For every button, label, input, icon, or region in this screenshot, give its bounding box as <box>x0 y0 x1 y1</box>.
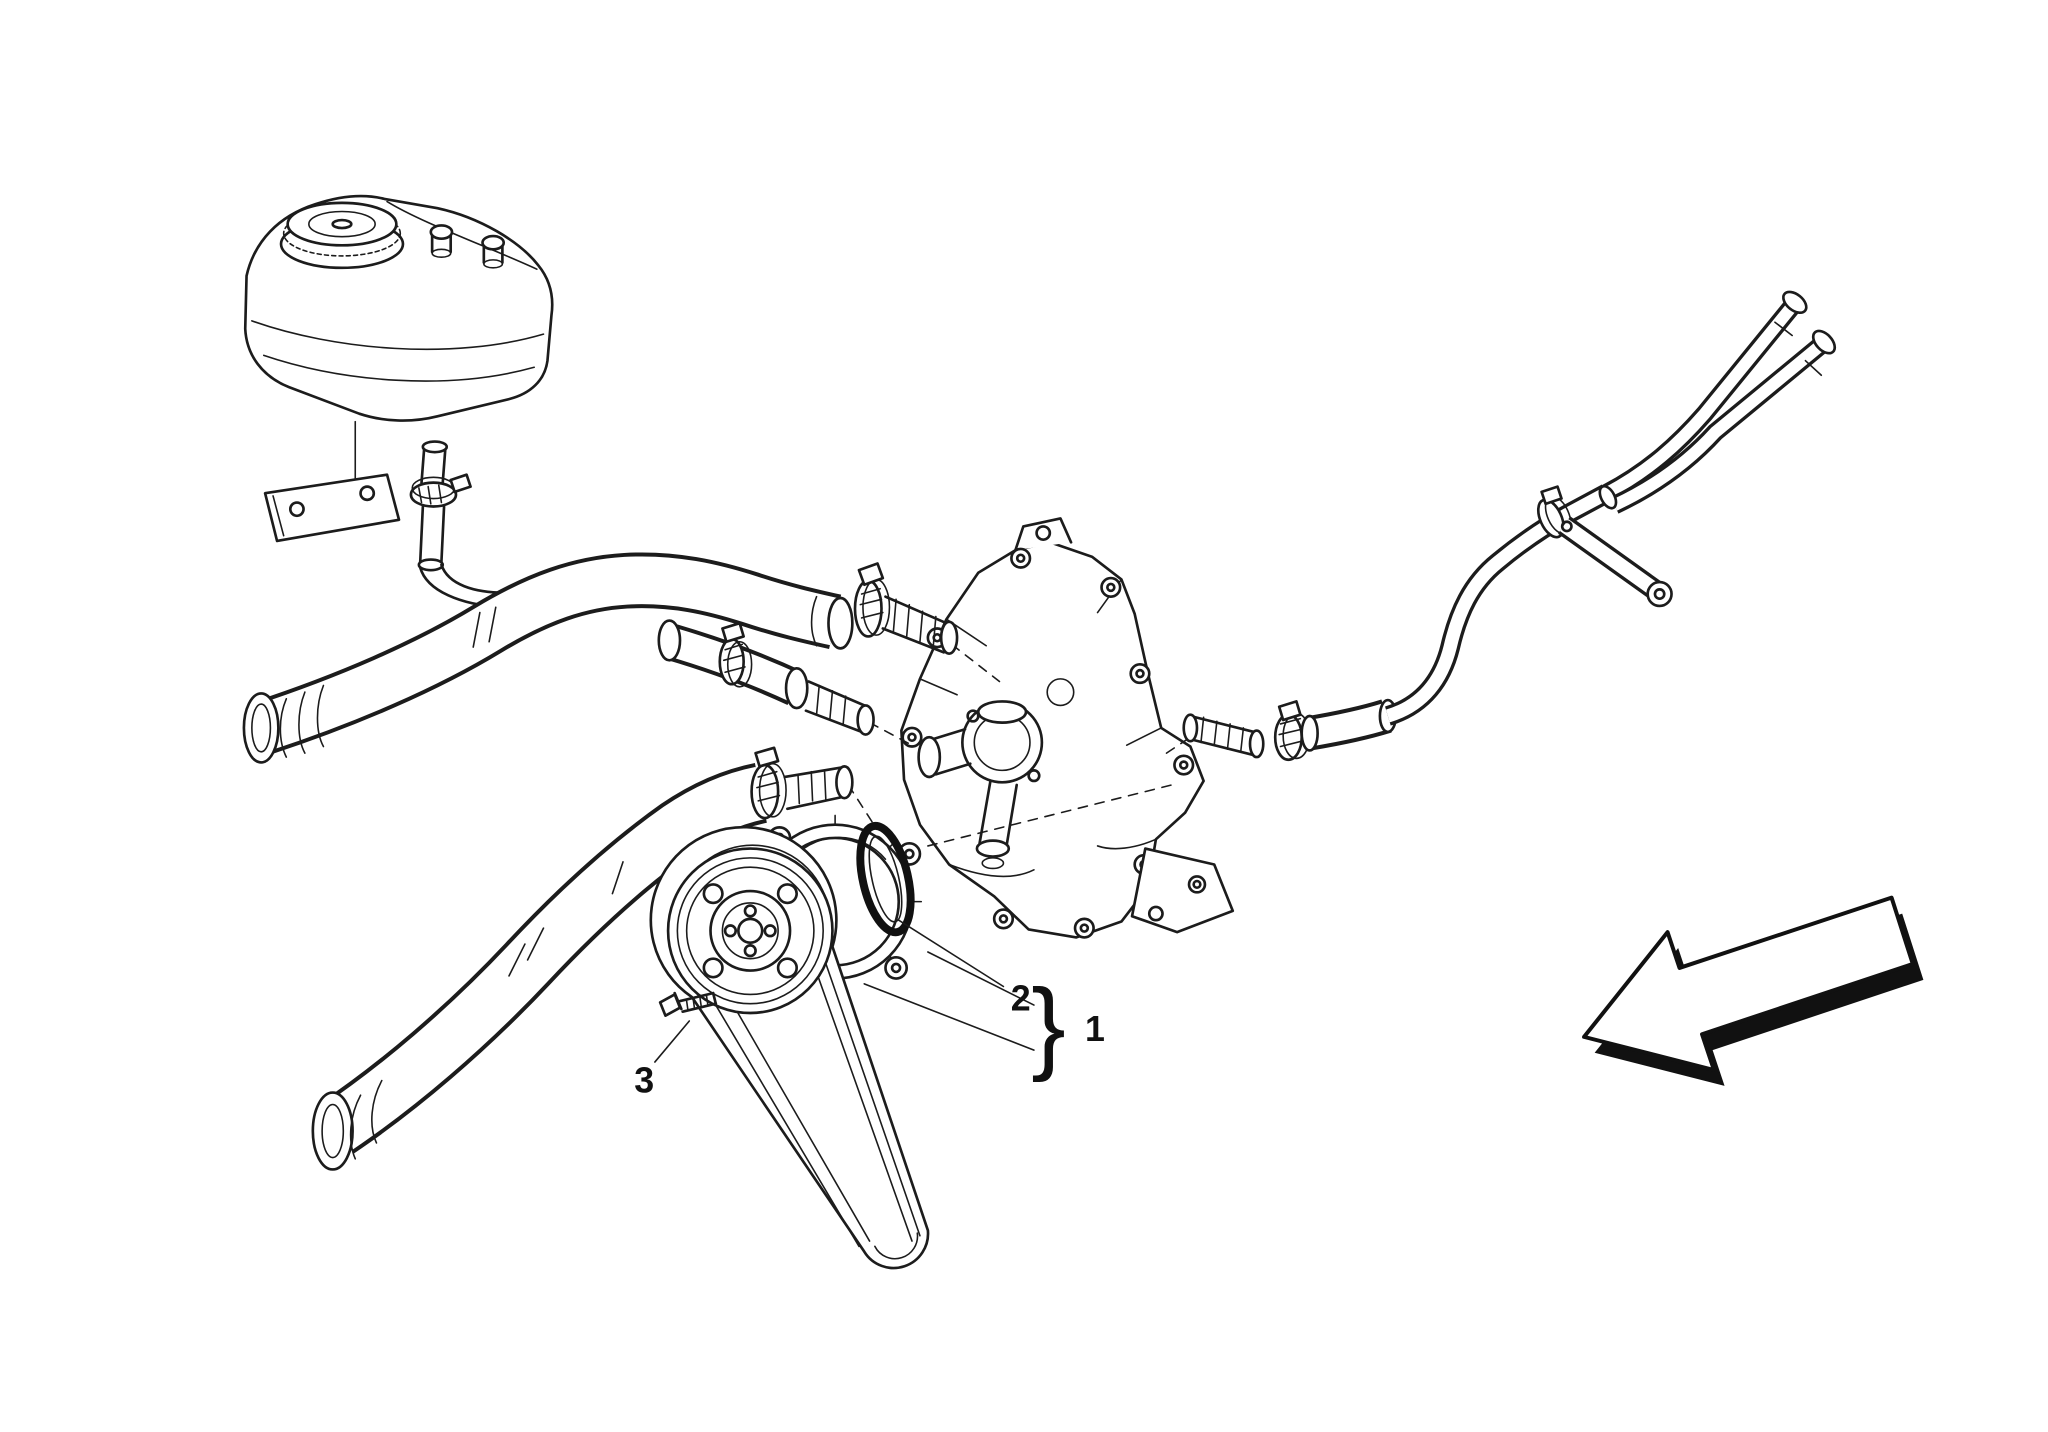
filler-cap <box>279 201 405 270</box>
leader-item1-b <box>863 983 1035 1051</box>
callout-label-1: 1 <box>1085 1009 1105 1049</box>
hose-clamp-upper <box>853 562 891 638</box>
intermediate-hose <box>657 619 875 736</box>
pump-pulley <box>666 847 834 1015</box>
arrow-body <box>1582 895 1915 1073</box>
expansion-tank <box>243 194 554 521</box>
direction-arrow <box>1582 895 1924 1086</box>
pump-bolt <box>658 991 718 1017</box>
pipe-bracket <box>1558 516 1673 608</box>
hose-clamp-lower <box>750 746 787 820</box>
engine-inlet-fitting <box>881 595 959 656</box>
callouts: 2 } 1 3 <box>634 919 1105 1101</box>
pump-gasket-o-ring <box>856 821 915 937</box>
pump-inlet-fitting <box>783 765 854 811</box>
engine-front-cover <box>900 517 1235 939</box>
callout-brace: } <box>1031 967 1066 1083</box>
mid-fitting <box>804 680 875 736</box>
right-coolant-pipes <box>1182 290 1837 762</box>
thermostat-housing <box>917 700 1044 870</box>
tank-outlet-fitting <box>409 440 507 609</box>
leader-item1-a <box>927 951 1035 1006</box>
tank-nipple <box>429 224 506 269</box>
lower-radiator-hose <box>311 746 854 1171</box>
leader-item2 <box>897 919 1005 988</box>
tank-bracket <box>263 473 401 543</box>
leader-item3 <box>654 1020 691 1063</box>
pipe-tip <box>1774 290 1837 377</box>
callout-label-3: 3 <box>634 1061 654 1101</box>
upper-radiator-hose <box>242 552 959 764</box>
hose-clamp-mid <box>718 621 753 688</box>
callout-label-2: 2 <box>1011 978 1031 1018</box>
